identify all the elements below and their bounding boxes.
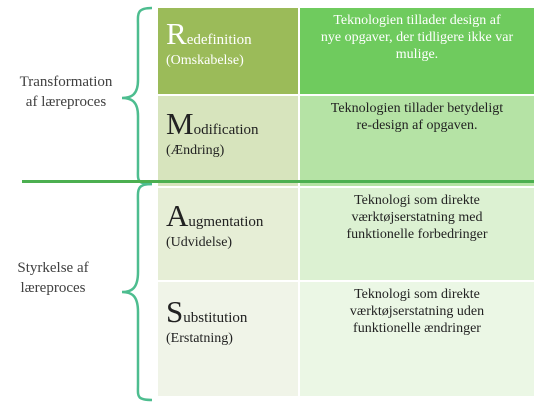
- modification-translation: (Ændring): [166, 143, 225, 158]
- substitution-description-cell: Teknologi som direkte værktøjserstatning…: [300, 282, 534, 396]
- samr-table: Redefinition (Omskabelse) Teknologien ti…: [158, 8, 534, 396]
- enhancement-label: Styrkelse af læreproces: [2, 258, 104, 298]
- description-line: værktøjserstatning uden: [349, 304, 485, 319]
- substitution-level-cell: Substitution (Erstatning): [158, 282, 298, 396]
- substitution-name: ubstitution: [183, 310, 248, 326]
- description-line: Teknologien tillader betydeligt: [330, 101, 504, 116]
- substitution-translation: (Erstatning): [166, 331, 233, 346]
- description-line: Teknologi som direkte: [354, 193, 480, 208]
- modification-description: Teknologien tillader betydeligt re-desig…: [304, 100, 530, 134]
- augmentation-level-cell: Augmentation (Udvidelse): [158, 188, 298, 280]
- redefinition-name: edefinition: [186, 32, 252, 48]
- description-line: mulige.: [395, 47, 439, 62]
- description-line: nye opgaver, der tidligere ikke var: [320, 30, 514, 45]
- description-line: værktøjserstatning med: [351, 210, 483, 225]
- augmentation-description-cell: Teknologi som direkte værktøjserstatning…: [300, 188, 534, 280]
- redefinition-level-cell: Redefinition (Omskabelse): [158, 8, 298, 94]
- redefinition-translation: (Omskabelse): [166, 53, 244, 68]
- description-line: Teknologien tillader design af: [333, 13, 501, 28]
- substitution-description: Teknologi som direkte værktøjserstatning…: [304, 286, 530, 337]
- augmentation-description: Teknologi som direkte værktøjserstatning…: [304, 192, 530, 243]
- description-line: funktionelle ændringer: [353, 321, 481, 336]
- substitution-initial: S: [166, 294, 184, 329]
- redefinition-description-cell: Teknologien tillader design af nye opgav…: [300, 8, 534, 94]
- enhancement-label-line1: Styrkelse af: [17, 260, 89, 276]
- transformation-enhancement-divider: [22, 180, 534, 183]
- enhancement-label-line2: læreproces: [20, 280, 86, 296]
- description-line: re-design af opgaven.: [356, 118, 478, 133]
- modification-level-cell: Modification (Ændring): [158, 96, 298, 186]
- augmentation-name: ugmentation: [188, 214, 264, 230]
- modification-name: odification: [193, 122, 259, 138]
- transformation-label: Transformation af læreproces: [2, 72, 130, 112]
- augmentation-initial: A: [166, 198, 189, 233]
- augmentation-translation: (Udvidelse): [166, 235, 233, 250]
- transformation-label-line1: Transformation: [19, 74, 113, 90]
- modification-initial: M: [166, 106, 194, 141]
- redefinition-description: Teknologien tillader design af nye opgav…: [304, 12, 530, 63]
- upper-brace: [121, 6, 153, 186]
- description-line: Teknologi som direkte: [354, 287, 480, 302]
- transformation-label-line2: af læreproces: [25, 94, 107, 110]
- description-line: funktionelle forbedringer: [346, 227, 488, 242]
- modification-description-cell: Teknologien tillader betydeligt re-desig…: [300, 96, 534, 186]
- redefinition-initial: R: [166, 16, 187, 51]
- lower-brace: [121, 182, 153, 402]
